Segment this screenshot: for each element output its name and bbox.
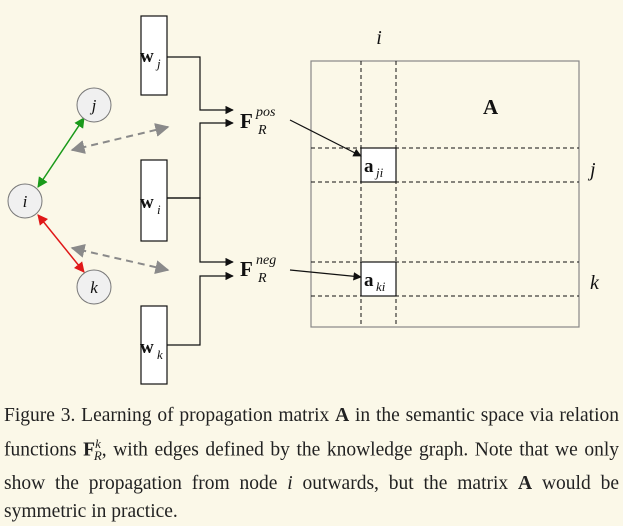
row-label-j: j	[587, 159, 596, 181]
svg-text:w: w	[140, 46, 154, 67]
row-label-k: k	[590, 272, 600, 294]
svg-text:i: i	[157, 202, 161, 217]
svg-text:pos: pos	[255, 105, 276, 120]
vector-wi: w i	[140, 159, 168, 242]
dashed-arrow-lower	[70, 243, 170, 275]
svg-text:a: a	[364, 156, 374, 177]
svg-text:F: F	[240, 109, 253, 133]
connectors-pos	[167, 56, 234, 199]
connectors-neg	[167, 197, 234, 346]
svg-text:a: a	[364, 270, 374, 291]
figure-caption: Figure 3. Learning of propagation matrix…	[4, 405, 620, 523]
vector-wj: w j	[140, 15, 168, 96]
propagation-diagram: j i k w j w i w k F pos R F neg	[7, 15, 600, 385]
svg-text:ki: ki	[376, 279, 386, 294]
svg-text:k: k	[157, 347, 163, 362]
function-f-pos: F pos R	[240, 105, 276, 138]
svg-text:ji: ji	[374, 165, 384, 180]
svg-text:j: j	[90, 96, 97, 115]
svg-text:neg: neg	[256, 253, 276, 268]
svg-text:i: i	[23, 192, 28, 211]
svg-text:F: F	[240, 257, 253, 281]
matrix-a: A i j k	[310, 27, 600, 328]
svg-text:R: R	[257, 271, 267, 286]
cell-a-ki: a ki	[360, 261, 397, 297]
svg-text:w: w	[140, 192, 154, 213]
edge-i-j	[37, 117, 85, 188]
arrow-fpos-to-aji	[289, 119, 362, 157]
cell-a-ji: a ji	[360, 147, 397, 183]
svg-text:w: w	[140, 337, 154, 358]
node-i: i	[7, 183, 43, 219]
function-f-neg: F neg R	[240, 253, 276, 286]
svg-text:k: k	[90, 278, 98, 297]
column-label-i: i	[376, 27, 382, 49]
svg-text:R: R	[257, 123, 267, 138]
svg-text:j: j	[155, 56, 161, 71]
edge-i-k	[37, 214, 85, 273]
node-k: k	[76, 269, 112, 305]
arrow-fneg-to-aki	[289, 269, 362, 281]
matrix-name: A	[483, 95, 499, 119]
dashed-arrow-upper	[70, 123, 170, 154]
node-j: j	[76, 87, 112, 123]
vector-wk: w k	[140, 305, 168, 385]
